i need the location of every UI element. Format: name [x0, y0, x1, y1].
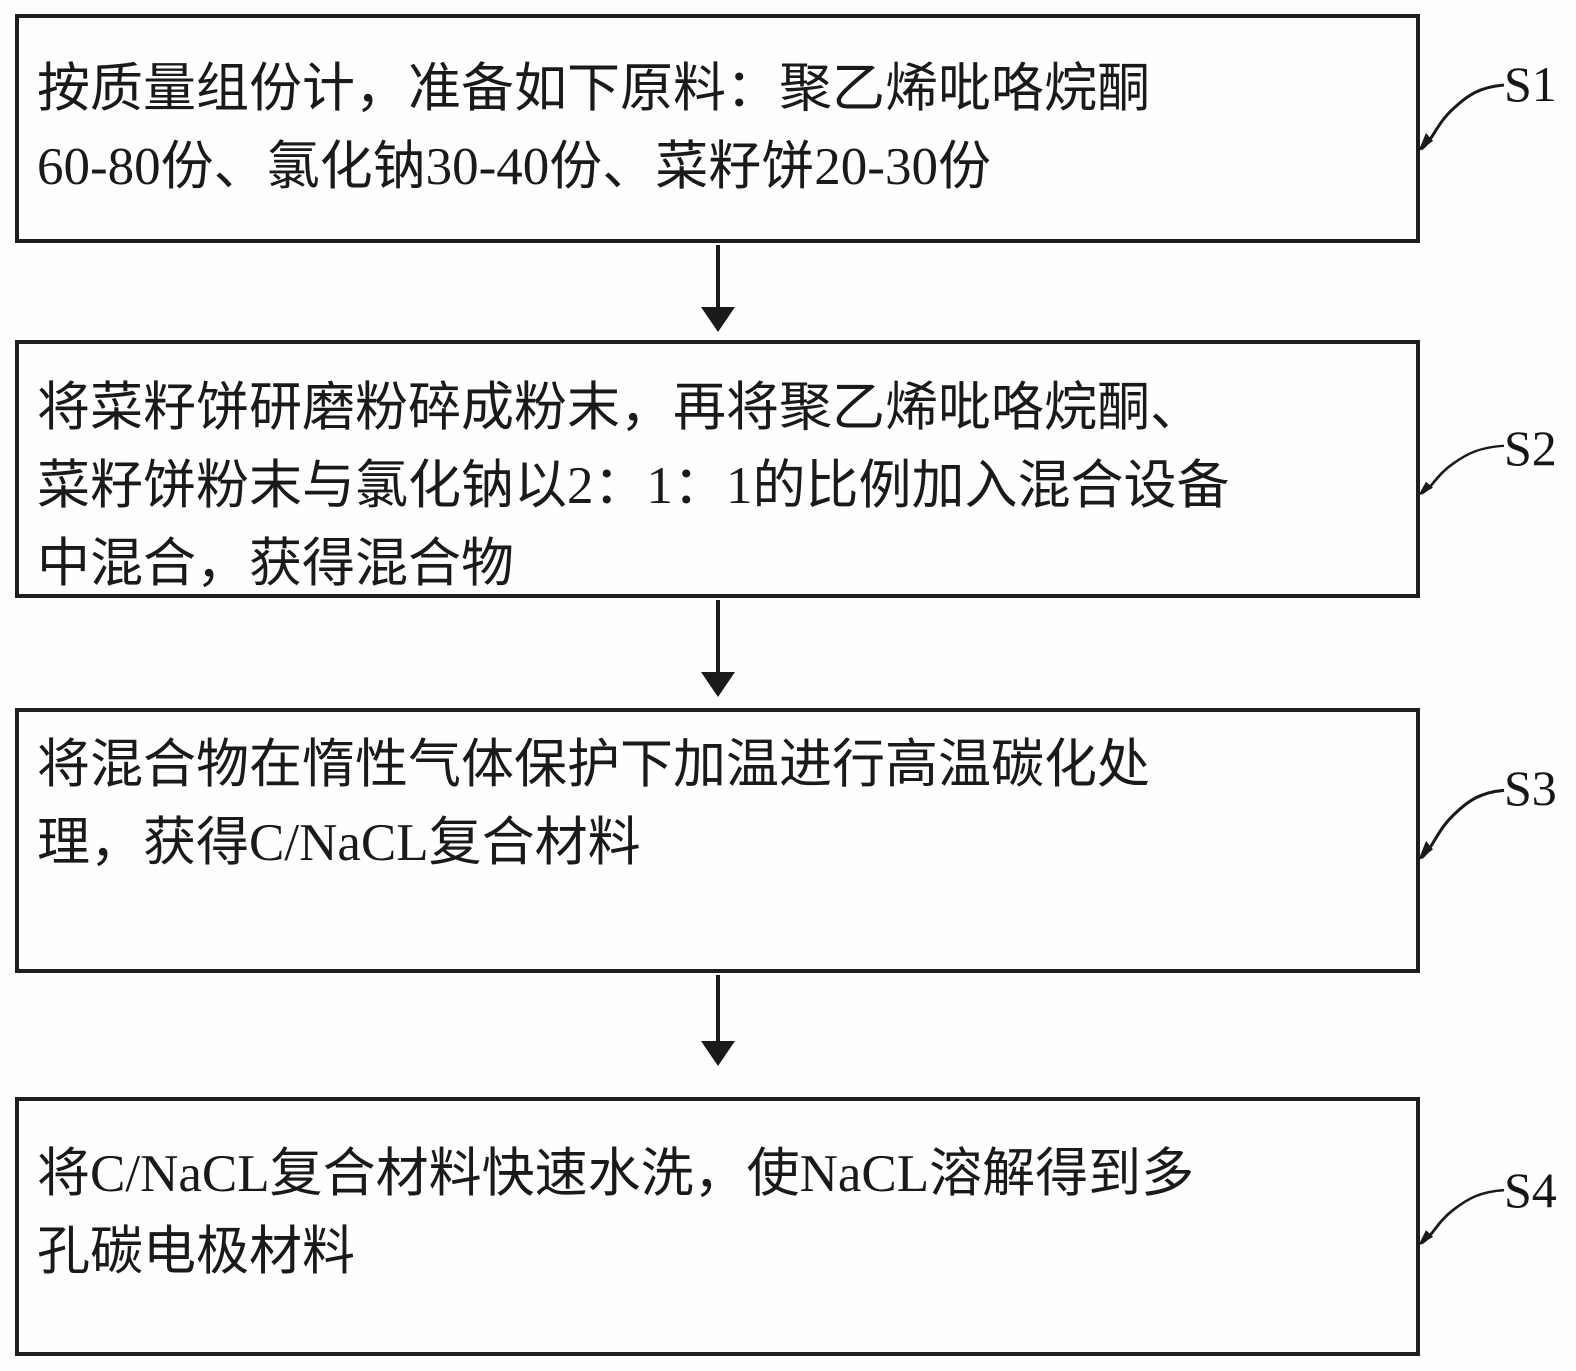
leader-curve-s4 [1418, 1188, 1505, 1246]
leader-curve-s2 [1418, 444, 1505, 496]
arrow-head-icon [701, 672, 735, 697]
step-s3-line-2: 理，获得C/NaCL复合材料 [37, 814, 641, 872]
step-s2-text: 将菜籽饼研磨粉碎成粉末，再将聚乙烯吡咯烷酮、 菜籽饼粉末与氯化钠以2：1：1的比… [19, 344, 1416, 603]
step-box-s1: 按质量组份计，准备如下原料：聚乙烯吡咯烷酮 60-80份、氯化钠30-40份、菜… [15, 14, 1420, 243]
step-label-s2: S2 [1504, 420, 1557, 476]
arrow-head-icon [701, 1041, 735, 1066]
step-label-s4: S4 [1504, 1162, 1557, 1218]
arrow-shaft [716, 975, 720, 1041]
arrow-shaft [716, 245, 720, 307]
leader-curve-s3 [1418, 788, 1505, 861]
step-s1-line-1: 按质量组份计，准备如下原料：聚乙烯吡咯烷酮 [37, 60, 1150, 118]
arrow-head-icon [701, 307, 735, 332]
step-label-s3: S3 [1504, 760, 1557, 816]
flow-arrow-2 [700, 600, 736, 697]
leader-curve-s1 [1418, 83, 1505, 152]
flow-arrow-3 [700, 975, 736, 1066]
step-box-s3: 将混合物在惰性气体保护下加温进行高温碳化处 理，获得C/NaCL复合材料 [15, 708, 1420, 973]
arrow-shaft [716, 600, 720, 672]
step-s2-line-2: 菜籽饼粉末与氯化钠以2：1：1的比例加入混合设备 [37, 457, 1230, 515]
step-s2-line-3: 中混合，获得混合物 [37, 535, 514, 593]
step-s4-line-1: 将C/NaCL复合材料快速水洗，使NaCL溶解得到多 [37, 1145, 1195, 1203]
step-s3-text: 将混合物在惰性气体保护下加温进行高温碳化处 理，获得C/NaCL复合材料 [19, 712, 1416, 882]
step-s1-line-2: 60-80份、氯化钠30-40份、菜籽饼20-30份 [37, 138, 991, 196]
step-s3-line-1: 将混合物在惰性气体保护下加温进行高温碳化处 [37, 736, 1150, 794]
flow-arrow-1 [700, 245, 736, 332]
step-box-s4: 将C/NaCL复合材料快速水洗，使NaCL溶解得到多 孔碳电极材料 [15, 1097, 1420, 1356]
step-box-s2: 将菜籽饼研磨粉碎成粉末，再将聚乙烯吡咯烷酮、 菜籽饼粉末与氯化钠以2：1：1的比… [15, 340, 1420, 598]
step-s2-line-1: 将菜籽饼研磨粉碎成粉末，再将聚乙烯吡咯烷酮、 [37, 379, 1203, 437]
step-s1-text: 按质量组份计，准备如下原料：聚乙烯吡咯烷酮 60-80份、氯化钠30-40份、菜… [19, 18, 1416, 206]
step-label-s1: S1 [1504, 56, 1557, 112]
step-s4-line-2: 孔碳电极材料 [37, 1223, 355, 1281]
step-s4-text: 将C/NaCL复合材料快速水洗，使NaCL溶解得到多 孔碳电极材料 [19, 1101, 1416, 1291]
